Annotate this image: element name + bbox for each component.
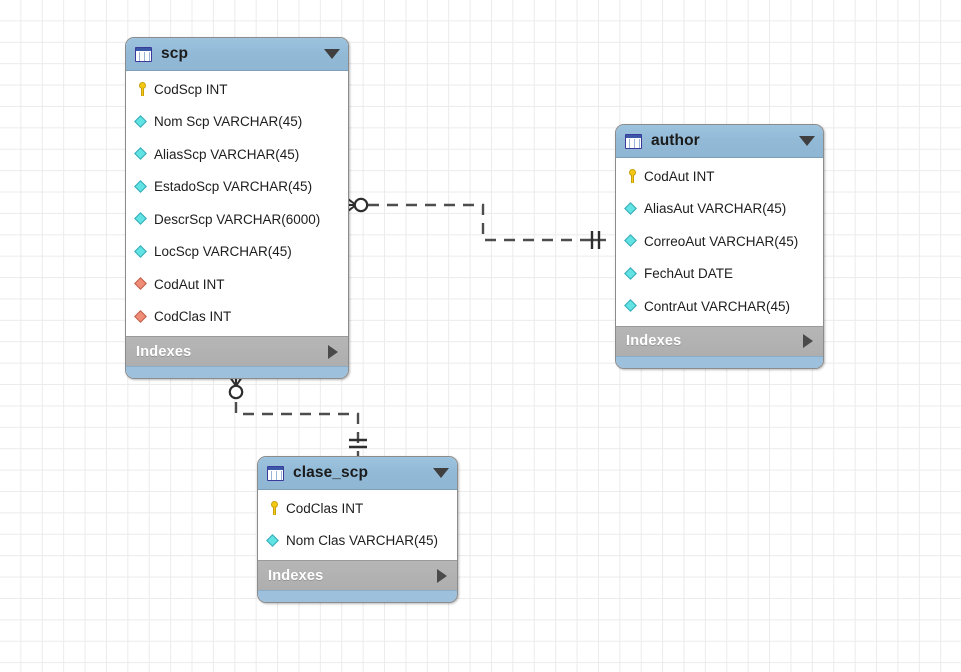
column-row[interactable]: Nom Scp VARCHAR(45) bbox=[126, 106, 348, 139]
diamond-icon bbox=[135, 212, 149, 226]
chevron-right-icon[interactable] bbox=[803, 334, 813, 348]
key-icon bbox=[135, 82, 149, 97]
optional-zero-circle-icon bbox=[353, 197, 369, 213]
column-row[interactable]: CodAut INT bbox=[126, 268, 348, 301]
chevron-down-icon[interactable] bbox=[799, 136, 815, 146]
relationship-scp-author[interactable] bbox=[343, 195, 606, 249]
column-row[interactable]: Nom Clas VARCHAR(45) bbox=[258, 525, 457, 558]
diamond-icon bbox=[267, 534, 281, 548]
column-label: AliasScp VARCHAR(45) bbox=[154, 146, 300, 162]
diamond-icon bbox=[625, 299, 639, 313]
chevron-down-icon[interactable] bbox=[433, 468, 449, 478]
table-footer bbox=[126, 366, 348, 378]
column-label: CodClas INT bbox=[286, 500, 364, 516]
column-label: CodScp INT bbox=[154, 81, 228, 97]
diamond-icon bbox=[625, 234, 639, 248]
key-icon bbox=[625, 169, 639, 184]
column-label: Nom Clas VARCHAR(45) bbox=[286, 533, 439, 549]
column-row[interactable]: AliasScp VARCHAR(45) bbox=[126, 138, 348, 171]
optional-zero-circle-icon bbox=[228, 384, 244, 400]
diamond-icon bbox=[135, 180, 149, 194]
column-row[interactable]: CodClas INT bbox=[126, 301, 348, 334]
chevron-down-icon[interactable] bbox=[324, 49, 340, 59]
relationship-line bbox=[368, 203, 592, 242]
indexes-section-clase-scp[interactable]: Indexes bbox=[258, 560, 457, 590]
table-header-scp[interactable]: scp bbox=[126, 38, 348, 71]
table-node-scp[interactable]: scp CodScp INT Nom Scp VARCHAR(45) Alias… bbox=[125, 37, 349, 379]
column-row[interactable]: CodScp INT bbox=[126, 73, 348, 106]
table-icon bbox=[625, 133, 642, 149]
indexes-label: Indexes bbox=[136, 343, 192, 360]
relationship-line bbox=[234, 402, 360, 456]
column-label: ContrAut VARCHAR(45) bbox=[644, 298, 791, 314]
chevron-right-icon[interactable] bbox=[437, 568, 447, 583]
column-row[interactable]: CodClas INT bbox=[258, 492, 457, 525]
relationship-scp-clase_scp[interactable] bbox=[227, 373, 367, 456]
chevron-right-icon[interactable] bbox=[328, 344, 338, 359]
indexes-label: Indexes bbox=[268, 567, 324, 584]
table-footer bbox=[258, 590, 457, 602]
diamond-fk-icon bbox=[135, 310, 149, 324]
table-icon bbox=[267, 465, 284, 481]
table-header-clase-scp[interactable]: clase_scp bbox=[258, 457, 457, 490]
table-title: scp bbox=[161, 45, 189, 62]
table-node-author[interactable]: author CodAut INT AliasAut VARCHAR(45) C… bbox=[615, 124, 824, 369]
key-icon bbox=[267, 501, 281, 516]
column-row[interactable]: ContrAut VARCHAR(45) bbox=[616, 290, 823, 323]
indexes-label: Indexes bbox=[626, 333, 682, 349]
table-columns-scp: CodScp INT Nom Scp VARCHAR(45) AliasScp … bbox=[126, 71, 348, 336]
diamond-icon bbox=[135, 245, 149, 259]
indexes-section-scp[interactable]: Indexes bbox=[126, 336, 348, 366]
column-row[interactable]: DescrScp VARCHAR(6000) bbox=[126, 203, 348, 236]
column-row[interactable]: AliasAut VARCHAR(45) bbox=[616, 193, 823, 226]
table-header-author[interactable]: author bbox=[616, 125, 823, 158]
table-columns-author: CodAut INT AliasAut VARCHAR(45) CorreoAu… bbox=[616, 158, 823, 326]
column-label: DescrScp VARCHAR(6000) bbox=[154, 211, 321, 227]
column-row[interactable]: LocScp VARCHAR(45) bbox=[126, 236, 348, 269]
exactly-one-icon bbox=[590, 231, 601, 249]
column-label: CodAut INT bbox=[644, 168, 715, 184]
diamond-icon bbox=[625, 267, 639, 281]
table-title: clase_scp bbox=[293, 464, 369, 481]
column-label: FechAut DATE bbox=[644, 266, 734, 282]
column-label: Nom Scp VARCHAR(45) bbox=[154, 114, 303, 130]
exactly-one-icon bbox=[349, 438, 367, 449]
column-label: CodClas INT bbox=[154, 309, 232, 325]
column-row[interactable]: CodAut INT bbox=[616, 160, 823, 193]
diamond-icon bbox=[135, 147, 149, 161]
table-title: author bbox=[651, 132, 700, 149]
column-row[interactable]: CorreoAut VARCHAR(45) bbox=[616, 225, 823, 258]
diamond-fk-icon bbox=[135, 277, 149, 291]
column-label: AliasAut VARCHAR(45) bbox=[644, 201, 787, 217]
table-footer bbox=[616, 355, 823, 368]
table-columns-clase-scp: CodClas INT Nom Clas VARCHAR(45) bbox=[258, 490, 457, 560]
column-row[interactable]: FechAut DATE bbox=[616, 258, 823, 291]
table-node-clase-scp[interactable]: clase_scp CodClas INT Nom Clas VARCHAR(4… bbox=[257, 456, 458, 603]
column-label: LocScp VARCHAR(45) bbox=[154, 244, 292, 260]
column-label: CorreoAut VARCHAR(45) bbox=[644, 233, 799, 249]
table-icon bbox=[135, 46, 152, 62]
column-row[interactable]: EstadoScp VARCHAR(45) bbox=[126, 171, 348, 204]
column-label: CodAut INT bbox=[154, 276, 225, 292]
diamond-icon bbox=[625, 202, 639, 216]
indexes-section-author[interactable]: Indexes bbox=[616, 325, 823, 356]
column-label: EstadoScp VARCHAR(45) bbox=[154, 179, 313, 195]
diamond-icon bbox=[135, 115, 149, 129]
